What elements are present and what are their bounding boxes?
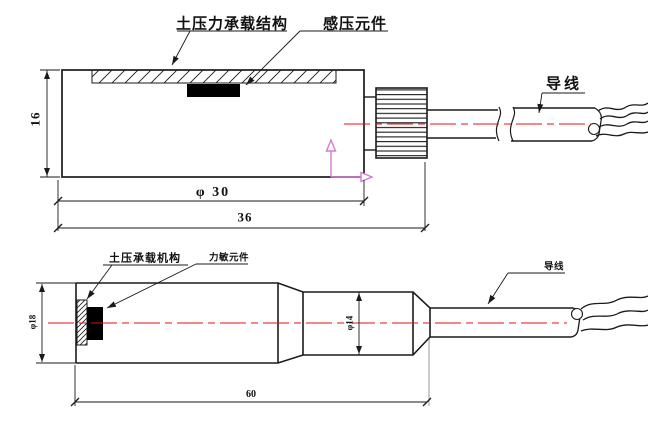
top-dim-height-16: 16 — [27, 111, 43, 127]
top-dim-length-36: 36 — [237, 209, 253, 225]
dimension-16 — [40, 69, 60, 178]
top-wire-strands — [595, 102, 648, 137]
top-wire-leader — [537, 92, 544, 114]
bottom-label-force-element: 力敏元件 — [208, 252, 250, 264]
force-element-leader — [106, 263, 197, 309]
bottom-wire-strands — [580, 295, 648, 332]
bottom-cable-end — [570, 307, 584, 338]
cable-break-symbol — [495, 106, 502, 142]
cable-end-cap — [570, 307, 584, 321]
top-label-leaders — [171, 30, 585, 114]
bottom-label-wire: 导线 — [543, 261, 565, 273]
top-view — [40, 30, 648, 233]
top-cable — [427, 106, 602, 142]
bottom-label-bearing-mechanism: 土压承载机构 — [109, 251, 181, 265]
bearing-structure-leader — [171, 30, 191, 66]
top-label-bearing-structure: 土压力承载结构 — [175, 14, 289, 33]
bottom-view — [36, 263, 648, 407]
cable-break-symbol — [509, 106, 516, 142]
cable-end-cap — [587, 122, 601, 136]
dimension-phi30 — [53, 180, 369, 231]
pressure-element-block — [187, 84, 240, 97]
top-label-wire: 导线 — [545, 74, 583, 93]
dimension-phi14 — [356, 292, 362, 355]
bottom-dim-inner-diameter-14: φ14 — [344, 315, 355, 331]
top-label-pressure-element: 感压元件 — [322, 14, 388, 33]
axis-x-arrowhead-icon — [360, 171, 374, 183]
bottom-label-leaders — [86, 263, 565, 309]
bottom-dim-outer-diameter-18: φ18 — [27, 314, 38, 330]
bottom-dim-length-60: 60 — [246, 389, 256, 400]
top-dim-diameter-30: φ 30 — [195, 185, 231, 200]
bearing-mechanism-leader — [86, 264, 113, 300]
axis-marker — [325, 138, 374, 183]
knurled-connector — [375, 87, 428, 159]
dimension-phi18 — [36, 282, 76, 364]
dimension-36 — [53, 162, 430, 233]
dimension-60 — [70, 339, 432, 407]
axis-y-arrowhead-icon — [325, 138, 337, 152]
pressure-element-leader — [245, 30, 301, 86]
bottom-wire-leader — [487, 272, 509, 305]
bearing-structure-hatch — [91, 69, 337, 84]
